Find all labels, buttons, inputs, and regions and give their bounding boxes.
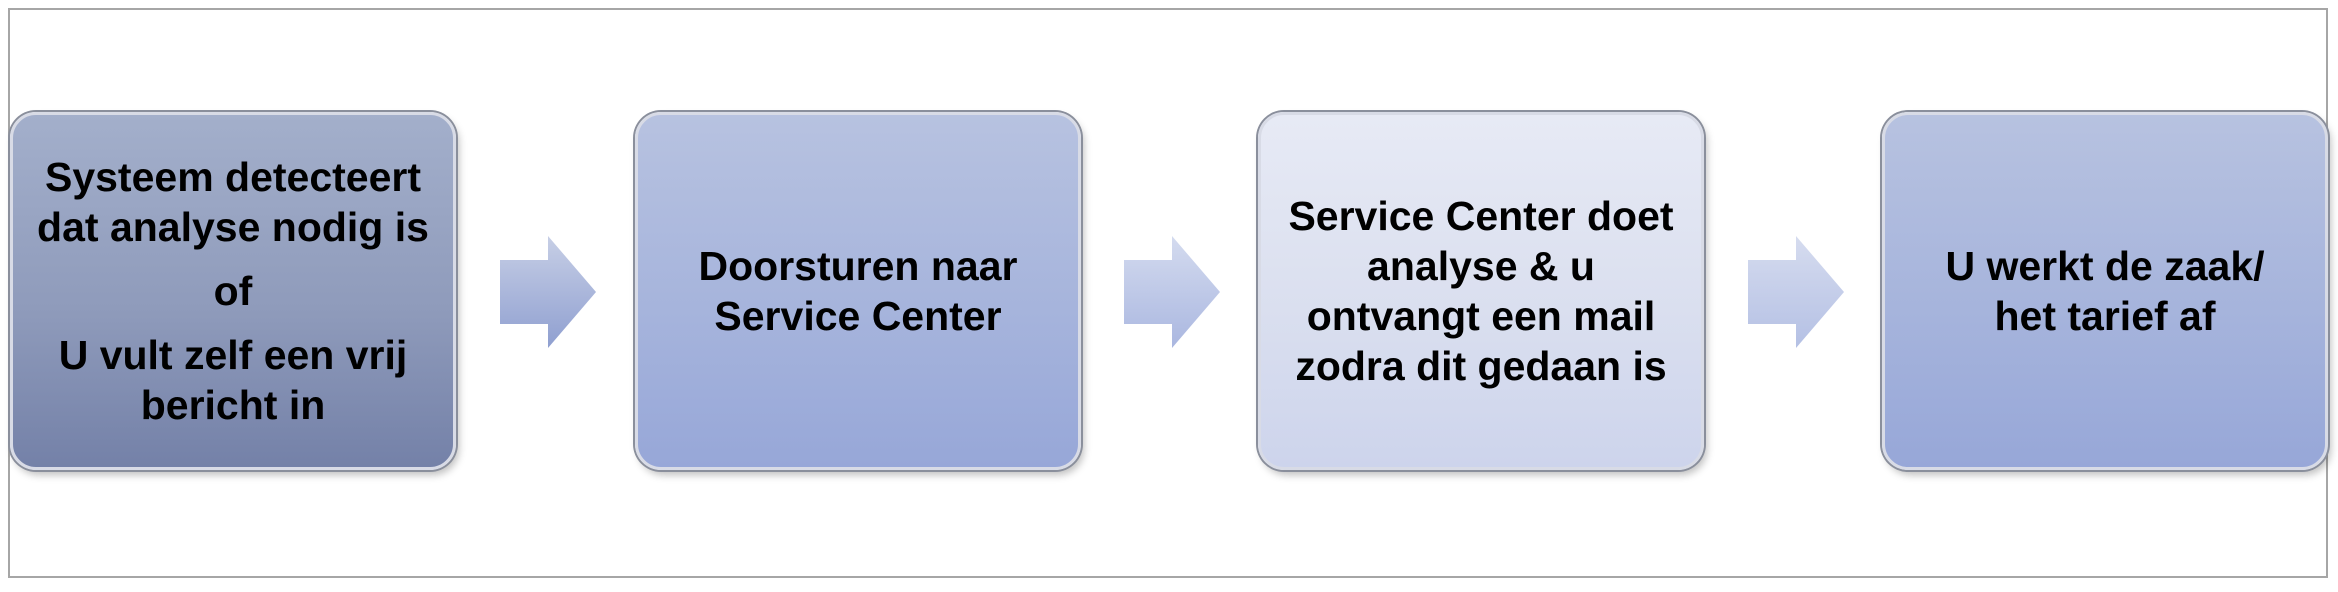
step-forward-to-service-center: Doorsturen naar Service Center xyxy=(635,112,1081,470)
arrow-right-icon xyxy=(500,236,596,348)
step-3-line-4: zodra dit gedaan is xyxy=(1295,343,1667,389)
step-detect-or-message: Systeem detecteert dat analyse nodig is … xyxy=(10,112,456,470)
step-4-line-1: U werkt de zaak/ xyxy=(1945,243,2265,289)
step-1-line-3: of xyxy=(213,268,253,314)
step-1-line-2: dat analyse nodig is xyxy=(37,204,429,250)
step-1-line-1: Systeem detecteert xyxy=(44,154,422,200)
arrow-right-icon xyxy=(1748,236,1844,348)
step-service-center-analysis: Service Center doet analyse & u ontvangt… xyxy=(1258,112,1704,470)
step-2-line-1: Doorsturen naar xyxy=(698,243,1018,289)
step-2-line-2: Service Center xyxy=(714,293,1002,339)
arrow-right-icon xyxy=(1124,236,1220,348)
step-1-line-4: U vult zelf een vrij xyxy=(58,332,408,378)
step-3-line-2: analyse & u xyxy=(1367,243,1595,289)
step-1-line-5: bericht in xyxy=(140,382,326,428)
step-4-line-2: het tarief af xyxy=(1994,293,2216,339)
step-3-line-1: Service Center doet xyxy=(1288,193,1674,239)
step-3-line-3: ontvangt een mail xyxy=(1306,293,1656,339)
step-finish-case: U werkt de zaak/ het tarief af xyxy=(1882,112,2328,470)
